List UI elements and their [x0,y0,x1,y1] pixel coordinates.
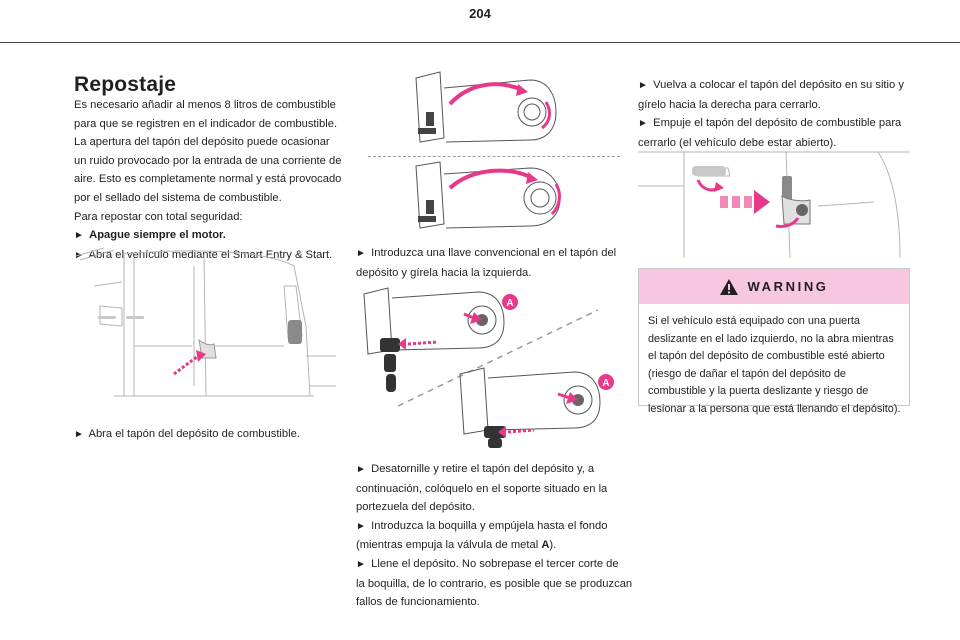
valve-label-a: A [602,378,609,389]
bullet-arrow-icon: ► [356,558,366,570]
bullet-arrow-icon: ► [74,230,84,242]
valve-label-a: A [506,298,513,309]
intro-line: un ruido provocado por la entrada de una… [74,154,342,167]
bullet-arrow-icon: ► [356,464,366,475]
step-introduzca-boquilla: ► Introduzca la boquilla y empújela hast… [356,517,632,537]
bullet-arrow-icon: ► [356,520,366,532]
fuel-cap-unlock-illustration-top [410,68,560,150]
warning-triangle-icon [720,278,739,295]
step-apague-motor: ► Apague siempre el motor. [74,226,336,246]
intro-line: Para repostar con total seguridad: [74,210,243,223]
step-empuje-tapon: ► Empuje el tapón del depósito de combus… [638,114,904,134]
van-fuel-door-illustration [74,246,336,408]
step-vuelva-colocar: ► Vuelva a colocar el tapón del depósito… [638,79,904,149]
bullet-arrow-icon: ► [638,118,648,130]
fuel-cap-unlock-illustration-bottom [410,160,565,232]
step-abra-tapon: ► Abra el tapón del depósito de combusti… [74,425,300,445]
figure-separator [368,156,620,157]
bullet-arrow-icon: ► [638,80,648,91]
bullet-arrow-icon: ► [74,429,84,440]
intro-line: La apertura del tapón del depósito puede… [74,136,330,149]
page-number: 204 [469,6,491,21]
warning-title: WARNING [747,279,829,294]
intro-line: para que se registren en el indicador de… [74,117,338,130]
header-rule [0,42,960,43]
close-fuel-door-illustration [638,146,910,258]
intro-line: Es necesario añadir al menos 8 litros de… [74,99,336,111]
fuel-nozzle-valve-illustration: A A [358,286,620,450]
warning-header: WARNING [639,269,909,304]
step-introduzca-llave: ► Introduzca una llave convencional en e… [356,247,617,279]
intro-paragraph: Es necesario añadir al menos 8 litros de… [74,96,342,265]
intro-line: aire. Esto es completamente normal y est… [74,173,342,186]
warning-text: Si el vehículo está equipado con una pue… [648,315,901,415]
intro-line: por el sellado del sistema de combustibl… [74,191,282,204]
step-llene-deposito: ► Llene el depósito. No sobrepase el ter… [356,555,632,575]
step-desatornille: ► Desatornille y retire el tapón del dep… [356,463,633,609]
warning-box: WARNING Si el vehículo está equipado con… [638,268,910,415]
section-title: Repostaje [74,73,177,96]
bullet-arrow-icon: ► [356,248,366,259]
